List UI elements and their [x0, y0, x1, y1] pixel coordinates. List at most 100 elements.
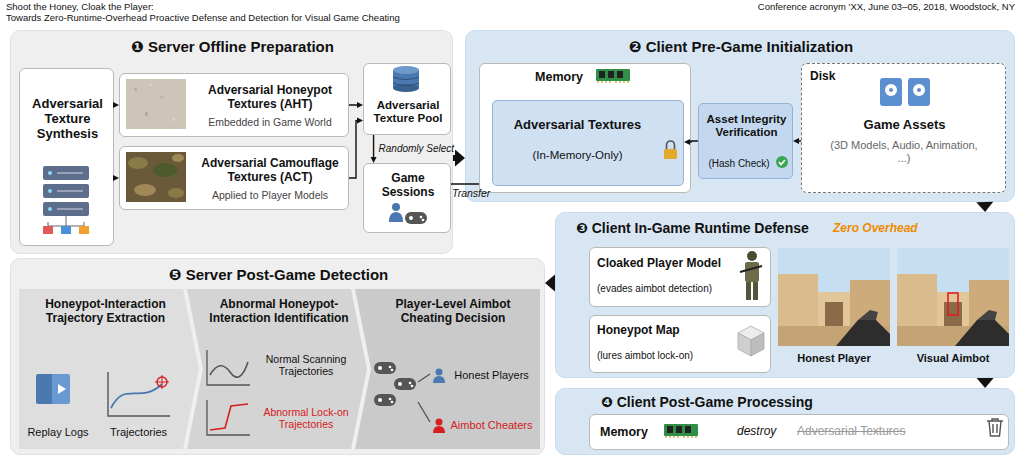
cube-icon — [738, 326, 764, 356]
server-icon — [48, 171, 52, 175]
chevron-shape — [19, 289, 199, 449]
abnormal-trajectory-chart — [210, 404, 248, 430]
controllers-icon — [394, 378, 416, 390]
check-icon — [776, 156, 788, 168]
game-screenshot — [897, 248, 1009, 346]
connector-arrow — [976, 202, 993, 212]
honeypot-texture — [160, 96, 164, 99]
soldier-icon — [746, 282, 751, 300]
cube-icon — [751, 333, 764, 356]
node-heading: Memory — [600, 425, 660, 439]
running-header: Towards Zero-Runtime-Overhead Proactive … — [6, 13, 526, 24]
node-text: Applied to Player Models — [194, 189, 346, 201]
node-text: (Hash Check) — [701, 158, 777, 170]
controllers-icon — [374, 362, 430, 422]
controllers-icon — [374, 394, 396, 406]
lock-icon — [664, 149, 677, 159]
lock-icon — [664, 141, 677, 159]
players-icon — [392, 203, 400, 211]
memory-box: MemorydestroyAdversarial Textures — [589, 414, 1009, 450]
players-icon — [389, 212, 403, 222]
node-text: Trajectories — [96, 426, 181, 439]
server-icon — [79, 226, 89, 234]
camouflage-texture — [153, 163, 177, 177]
honeypot-texture — [126, 79, 186, 129]
connector-line — [373, 135, 374, 157]
connector-line — [349, 121, 357, 178]
running-header: Conference acronym 'XX, June 03–05, 2018… — [690, 2, 1015, 13]
connector-arrow — [371, 135, 377, 163]
abnormal-trajectory-chart — [207, 400, 250, 435]
node-text: (lures aimbot lock-on) — [597, 350, 737, 362]
camouflage-texture — [126, 152, 186, 202]
defense-box: Cloaked Player Model (evades aimbot detec… — [589, 247, 771, 307]
arrow-head — [793, 138, 799, 144]
arrow-head — [357, 102, 363, 108]
connector-arrow — [977, 378, 994, 388]
node-text: (evades aimbot detection) — [597, 283, 737, 295]
replay-log-icon — [52, 374, 70, 404]
arrow-head — [371, 157, 377, 163]
normal-trajectory-chart — [207, 350, 250, 385]
database-icon — [393, 66, 419, 92]
disk-icon — [880, 78, 930, 106]
node-text: (3D Models, Audio, Animation, ...) — [824, 139, 984, 164]
disk-icon — [880, 78, 902, 106]
node-text: Abnormal Lock-on Trajectories — [256, 406, 356, 430]
replay-log-icon — [36, 374, 70, 404]
trajectory-chart-icon — [108, 372, 170, 416]
replay-log-icon — [58, 384, 66, 394]
replay-log-icon — [36, 374, 54, 404]
node-heading: Adversarial Camouflage Textures (ACT) — [194, 157, 346, 185]
connector-line — [349, 104, 357, 105]
honeypot-texture — [172, 118, 175, 121]
arrow-head — [455, 149, 465, 166]
arrow-head — [545, 275, 555, 292]
lock-icon — [667, 141, 675, 149]
memory-icon — [596, 69, 630, 83]
arrow-head — [684, 139, 690, 145]
controllers-icon — [374, 362, 396, 374]
trash-icon — [987, 419, 1003, 436]
node-heading: Disk — [810, 70, 850, 84]
server-icon — [43, 166, 89, 234]
players-icon — [405, 212, 427, 224]
memory-box: MemoryAdversarial Textures(In-Memory-Onl… — [479, 63, 691, 193]
connector-line — [453, 155, 455, 161]
players-icon — [389, 203, 427, 224]
honeypot-texture — [126, 79, 186, 129]
edge-label: Randomly Select — [379, 143, 469, 155]
server-icon — [57, 173, 83, 209]
camouflage-texture — [128, 157, 148, 169]
node-heading: ❸ Client In-Game Runtime Defense — [576, 220, 831, 236]
arrow-head — [113, 102, 119, 108]
node-text: Embedded in Game World — [194, 116, 346, 128]
node-text: Game Assets — [812, 118, 997, 133]
stage-panel: ❷ Client Pre-Game InitializationMemoryAd… — [465, 30, 1015, 202]
stage-panel: ❹ Client Post-Game ProcessingMemorydestr… — [555, 388, 1015, 455]
node-heading: Honeypot Map — [597, 324, 737, 338]
camouflage-texture — [126, 152, 186, 202]
step-chevron: Honeypot-Interaction Trajectory Extracti… — [19, 289, 199, 449]
disk-icon — [889, 88, 893, 92]
node-heading: Adversarial Textures — [495, 118, 660, 133]
arrow-head — [976, 202, 993, 212]
disk-icon — [913, 84, 925, 96]
trash-icon — [987, 419, 1003, 421]
soldier-icon — [753, 282, 758, 300]
disk-icon — [917, 88, 921, 92]
connector-line — [799, 140, 801, 141]
arrow-head — [357, 118, 363, 124]
camouflage-texture — [134, 184, 156, 196]
cheater-icon — [433, 419, 445, 434]
node-heading: Cloaked Player Model — [597, 257, 737, 271]
normal-trajectory-chart — [207, 350, 250, 385]
connector-arrow — [113, 102, 119, 108]
texture-box: Adversarial Textures(In-Memory-Only) — [492, 100, 684, 186]
running-header: Shoot the Honey, Cloak the Player: — [6, 2, 426, 13]
server-icon — [48, 207, 52, 211]
node-heading: ❷ Client Pre-Game Initialization — [466, 38, 1016, 55]
node-heading: Honeypot-Interaction Trajectory Extracti… — [23, 298, 188, 326]
lock-on-box — [948, 293, 958, 315]
